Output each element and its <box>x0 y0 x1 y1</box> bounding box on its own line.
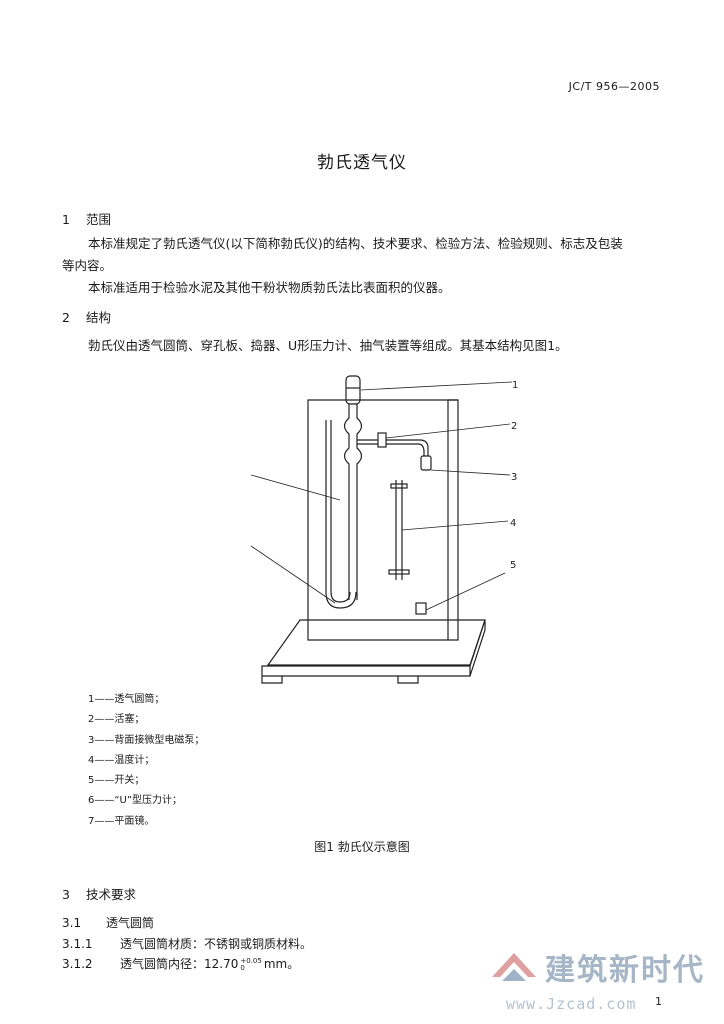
clause-3-1-2-text: 透气圆筒内径：12.70 <box>120 957 239 971</box>
section-1-number: 1 <box>62 212 70 227</box>
back-panel <box>307 399 459 641</box>
callout-5: 5 <box>510 560 516 571</box>
document-title: 勃氏透气仪 <box>317 153 407 173</box>
clause-3-1-1-number: 3.1.1 <box>62 937 93 951</box>
blaine-apparatus-diagram: 1 2 3 4 5 6 7 <box>250 375 518 684</box>
thermometer <box>395 480 403 580</box>
tolerance-lower: 0 <box>240 963 245 972</box>
callout-4: 4 <box>510 518 516 529</box>
figure-legend: 1——透气圆筒； 2——活塞； 3——背面接微型电磁泵； 4——温度计； 5——… <box>88 690 204 832</box>
side-tube <box>357 439 429 456</box>
switch-box <box>415 602 427 615</box>
callout-1: 1 <box>512 380 518 391</box>
callout-2: 2 <box>511 421 517 432</box>
base-foot-left <box>261 676 283 684</box>
leader-2 <box>385 423 511 439</box>
section-1-paragraph-2: 本标准适用于检验水泥及其他干粉状物质勃氏法比表面积的仪器。 <box>88 280 451 295</box>
legend-item-2: 2——活塞； <box>88 714 145 726</box>
watermark-url: www.Jzcad.com <box>506 995 637 1013</box>
leader-1 <box>360 381 513 391</box>
section-1-para-1-line-1: 本标准规定了勃氏透气仪(以下简称勃氏仪)的结构、技术要求、检验方法、检验规则、标… <box>88 236 623 251</box>
base-plate-edge <box>261 665 471 677</box>
permeability-cell <box>345 375 361 405</box>
pump-connector <box>420 455 432 471</box>
clause-3-1-1: 3.1.1 透气圆筒材质：不锈钢或铜质材料。 <box>62 935 312 952</box>
legend-item-5: 5——开关； <box>88 775 145 787</box>
tolerance-upper: +0.05 <box>240 956 262 965</box>
clause-3-1-2-unit: mm。 <box>263 957 300 971</box>
section-2-paragraph: 勃氏仪由透气圆筒、穿孔板、捣器、U形压力计、抽气装置等组成。其基本结构见图1。 <box>62 335 662 357</box>
section-2-heading: 2 结构 <box>62 307 111 326</box>
subsection-3-1: 3.1 透气圆筒 <box>62 914 154 931</box>
section-2-number: 2 <box>62 310 70 325</box>
section-2-para-text: 勃氏仪由透气圆筒、穿孔板、捣器、U形压力计、抽气装置等组成。其基本结构见图1。 <box>88 338 568 353</box>
section-1-title: 范围 <box>86 212 112 227</box>
section-2-title: 结构 <box>86 310 112 325</box>
leader-7 <box>250 474 341 501</box>
watermark-logo-icon <box>492 953 536 981</box>
panel-thickness <box>447 399 458 640</box>
leader-5 <box>425 572 506 611</box>
section-1-paragraph-1: 本标准规定了勃氏透气仪(以下简称勃氏仪)的结构、技术要求、检验方法、检验规则、标… <box>62 233 662 299</box>
standard-code: JC/T 956—2005 <box>568 80 660 93</box>
legend-item-3: 3——背面接微型电磁泵； <box>88 734 205 746</box>
clause-3-1-1-text: 透气圆筒材质：不锈钢或铜质材料。 <box>120 937 313 951</box>
section-3-heading: 3 技术要求 <box>62 884 136 903</box>
tube-left-wall <box>343 404 350 600</box>
leader-4 <box>401 520 509 531</box>
side-tube-inner <box>357 443 425 456</box>
callout-3: 3 <box>511 472 517 483</box>
figure-caption: 图1 勃氏仪示意图 <box>314 840 410 854</box>
thermometer-clip-bottom <box>388 569 410 575</box>
page-number: 1 <box>655 995 662 1008</box>
section-3-number: 3 <box>62 887 70 902</box>
watermark: 建筑新时代 www.Jzcad.com <box>488 945 724 1024</box>
legend-item-7: 7——平面镜。 <box>88 815 155 827</box>
legend-item-1: 1——透气圆筒； <box>88 694 165 705</box>
subsection-3-1-number: 3.1 <box>62 916 82 930</box>
base-plate-side <box>469 619 486 677</box>
base-plate <box>266 619 486 666</box>
u-manometer-inner <box>330 420 351 603</box>
thermometer-clip-top <box>390 483 408 489</box>
section-3-title: 技术要求 <box>86 887 137 902</box>
section-1-para-1-line-2: 等内容。 <box>62 258 113 273</box>
tube-right-wall <box>356 404 363 600</box>
base-foot-right <box>397 676 419 684</box>
section-1-heading: 1 范围 <box>62 209 111 228</box>
watermark-text: 建筑新时代 <box>545 953 705 988</box>
legend-item-4: 4——温度计； <box>88 754 155 766</box>
clause-3-1-2-number: 3.1.2 <box>62 957 93 971</box>
leader-6 <box>250 545 336 604</box>
legend-item-6: 6——“U”型压力计； <box>88 795 183 807</box>
leader-3 <box>430 469 511 476</box>
subsection-3-1-title: 透气圆筒 <box>106 916 155 930</box>
stopcock-body <box>377 432 387 448</box>
